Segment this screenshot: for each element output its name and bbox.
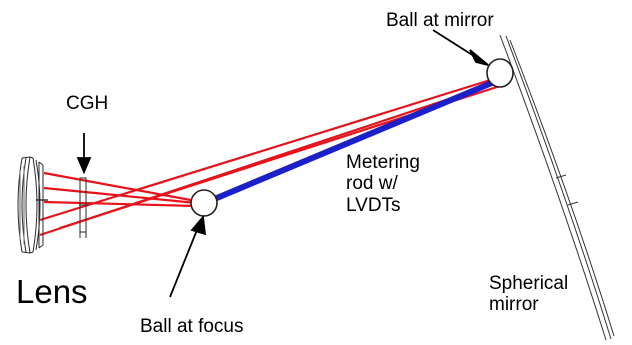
ray bbox=[43, 200, 197, 208]
ball-at-focus-label: Ball at focus bbox=[140, 316, 244, 337]
spherical-mirror-label: Spherical mirror bbox=[489, 273, 569, 316]
metering-rod bbox=[210, 79, 496, 203]
lens-assembly bbox=[17, 156, 48, 254]
spherical-mirror bbox=[499, 34, 615, 341]
arrow-head bbox=[469, 49, 489, 66]
metering-rod-label: Metering rod w/ LVDTs bbox=[346, 152, 420, 216]
pointer-arrows bbox=[76, 29, 489, 298]
ball-at-focus bbox=[190, 189, 218, 217]
lens-label: Lens bbox=[16, 273, 88, 310]
ball-at-mirror bbox=[486, 58, 514, 88]
arrow-head bbox=[76, 157, 92, 175]
arrow-head bbox=[190, 214, 207, 236]
cgh-label: CGH bbox=[66, 93, 109, 114]
cgh-plate bbox=[79, 177, 88, 238]
ray bbox=[39, 75, 501, 222]
ball-at-mirror-label: Ball at mirror bbox=[386, 10, 494, 31]
laser-rays bbox=[39, 75, 501, 237]
ray bbox=[43, 171, 197, 203]
